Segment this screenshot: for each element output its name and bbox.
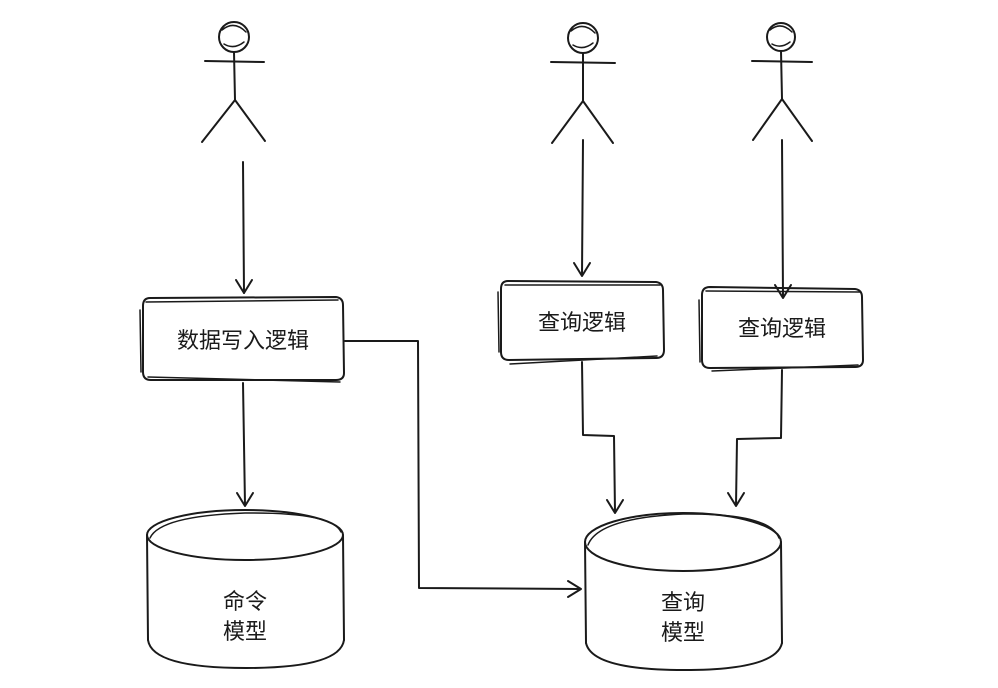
arrow-write-logic-to-command-model (236, 382, 254, 507)
arrow-user1-to-write-logic (235, 161, 253, 294)
query-logic-label-2: 查询逻辑 (738, 317, 826, 342)
write-logic-label: 数据写入逻辑 (177, 329, 309, 354)
query-model-label-line2: 模型 (661, 621, 705, 646)
user-figure-icon (550, 22, 616, 144)
user-figure-icon (751, 22, 813, 142)
arrow-user2-to-query-logic-1 (573, 139, 591, 277)
arrow-user3-to-query-logic-2 (774, 139, 792, 299)
user-figure-icon (201, 21, 266, 143)
query-logic-box-1: 查询逻辑 (497, 280, 665, 365)
query-logic-box-2: 查询逻辑 (698, 286, 864, 372)
query-model-cylinder: 查询 模型 (584, 512, 783, 671)
arrow-query-logic-2-to-query-model (727, 369, 783, 507)
arrow-write-logic-to-query-model (344, 340, 582, 598)
query-logic-label-1: 查询逻辑 (538, 311, 626, 336)
command-model-cylinder: 命令 模型 (146, 509, 345, 669)
command-model-label-line2: 模型 (223, 620, 267, 645)
command-model-label-line1: 命令 (223, 590, 267, 615)
write-logic-box: 数据写入逻辑 (139, 296, 345, 383)
query-model-label-line1: 查询 (661, 591, 705, 616)
arrow-query-logic-1-to-query-model (581, 361, 624, 514)
